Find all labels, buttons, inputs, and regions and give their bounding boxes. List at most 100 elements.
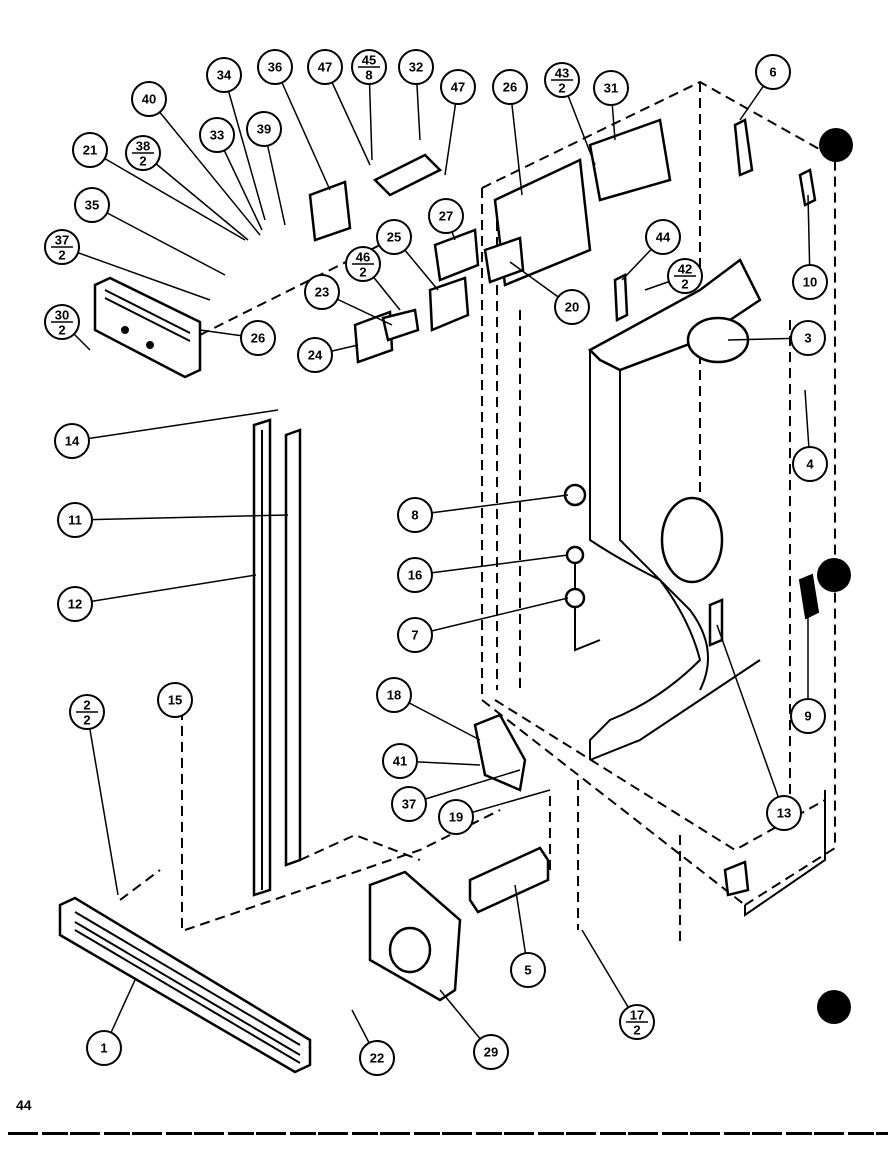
callout-circle [376, 677, 412, 713]
callout-number: 44 [656, 230, 671, 245]
callout-circle [199, 117, 235, 153]
callout-leader [716, 624, 785, 814]
callout-number: 41 [393, 754, 407, 769]
callout-26: 26 [492, 69, 528, 196]
callout-number: 27 [439, 209, 453, 224]
callout-14: 14 [54, 409, 279, 459]
front-grille [58, 896, 312, 1074]
callout-number: 40 [142, 92, 156, 107]
callout-3: 3 [727, 320, 826, 356]
callout-circle [57, 502, 93, 538]
callout-25: 25 [376, 219, 439, 291]
callout-circle [72, 132, 108, 168]
callout-19: 19 [438, 789, 551, 835]
callout-number: 35 [85, 198, 99, 213]
callout-number: 18 [387, 688, 401, 703]
callout-number: 37 [55, 233, 69, 248]
callout-number: 39 [257, 122, 271, 137]
insulation-block [468, 846, 550, 914]
callout-12: 12 [57, 574, 257, 622]
callout-number: 16 [408, 568, 422, 583]
callout-circle [398, 49, 434, 85]
air-duct-assembly [308, 118, 672, 364]
callout-leader [74, 574, 257, 605]
binder-hole-bottom [817, 990, 851, 1024]
callout-circle [376, 219, 412, 255]
callout-quantity: 2 [558, 81, 565, 96]
callout-5: 5 [510, 884, 546, 988]
callout-circle [792, 446, 828, 482]
callout-circle [492, 69, 528, 105]
callout-leader [71, 409, 279, 442]
callout-quantity: 2 [359, 265, 366, 280]
callout-leader [148, 98, 261, 236]
callout-circle [257, 49, 293, 85]
callout-23: 23 [304, 274, 393, 326]
callout-number: 38 [136, 139, 150, 154]
callout-24: 24 [297, 337, 359, 373]
callout-number: 25 [387, 230, 401, 245]
callout-4: 4 [792, 389, 828, 482]
callout-number: 1 [100, 1041, 107, 1056]
callout-leader [89, 149, 246, 241]
callout-6: 6 [739, 54, 791, 121]
callout-quantity: 8 [365, 68, 372, 83]
callout-41: 41 [382, 743, 481, 779]
callout-circle [206, 57, 242, 93]
callout-quantity: 2 [58, 323, 65, 338]
callout-21: 21 [72, 132, 246, 241]
callout-16: 16 [397, 554, 569, 593]
callout-number: 47 [318, 60, 332, 75]
callout-number: 21 [83, 143, 97, 158]
callout-31: 31 [593, 70, 629, 141]
callout-number: 24 [308, 348, 323, 363]
callout-leader [509, 86, 523, 196]
callout-circle [57, 586, 93, 622]
callout-number: 30 [55, 308, 69, 323]
callout-number: 22 [370, 1051, 384, 1066]
callout-leader [86, 711, 119, 896]
callout-1: 1 [86, 979, 136, 1066]
callout-number: 46 [356, 250, 370, 265]
callout-quantity: 2 [139, 154, 146, 169]
callout-number: 42 [678, 262, 692, 277]
callout-leader [74, 514, 289, 521]
bottom-rule [8, 1132, 888, 1135]
callout-44: 44 [621, 219, 681, 281]
callout-circle [440, 69, 476, 105]
callout-circle [473, 1034, 509, 1070]
callout-circle [593, 70, 629, 106]
callout-11: 11 [57, 502, 289, 538]
control-housing [93, 229, 411, 379]
callout-15: 15 [157, 682, 193, 718]
callout-number: 26 [503, 80, 517, 95]
callout-47: 47 [307, 49, 371, 166]
callout-circle [382, 743, 418, 779]
callout-circle [755, 54, 791, 90]
callout-circle [246, 111, 282, 147]
callout-7: 7 [397, 597, 569, 653]
callout-22: 22 [351, 1009, 395, 1076]
callout-number: 8 [411, 508, 418, 523]
callout-leader [223, 74, 266, 221]
callout-circle [645, 219, 681, 255]
callout-number: 7 [411, 628, 418, 643]
callout-number: 14 [65, 434, 80, 449]
callout-circle [790, 320, 826, 356]
callout-number: 9 [804, 709, 811, 724]
callout-circle [438, 799, 474, 835]
callout-circle [397, 557, 433, 593]
hardware-leaders [119, 710, 681, 945]
callout-30-of-2: 302 [44, 304, 91, 351]
callout-number: 23 [315, 285, 329, 300]
callout-43-of-2: 432 [544, 62, 596, 166]
callout-leader [414, 494, 569, 516]
callout-35: 35 [74, 187, 226, 276]
callout-number: 43 [555, 66, 569, 81]
callout-number: 33 [210, 128, 224, 143]
callout-10: 10 [792, 194, 828, 300]
callout-number: 26 [251, 331, 265, 346]
callout-leader [408, 769, 521, 805]
